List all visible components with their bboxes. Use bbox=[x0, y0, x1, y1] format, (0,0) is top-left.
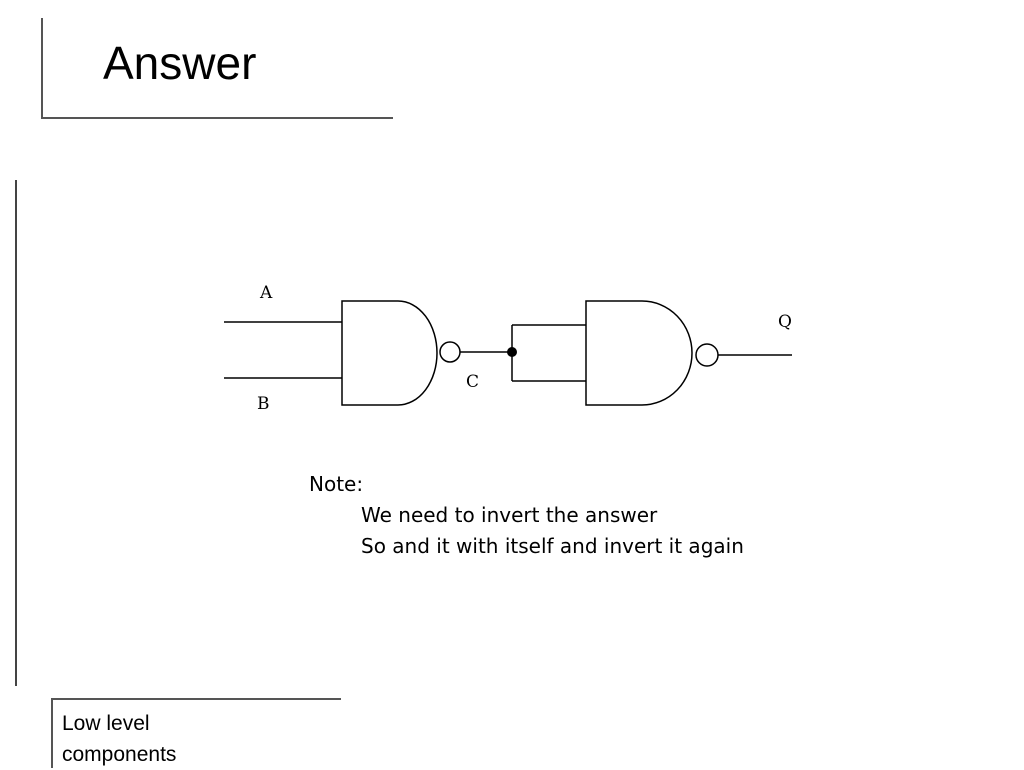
slide-title: Answer bbox=[103, 37, 257, 89]
nand-gate-1-bubble bbox=[439, 341, 461, 363]
nand-gate-1-body bbox=[341, 300, 438, 406]
footer-frame-top-border bbox=[51, 698, 341, 700]
nand-gate-2-body bbox=[585, 300, 693, 406]
label-c: C bbox=[466, 372, 479, 392]
note-block: Note: We need to invert the answer So an… bbox=[309, 469, 744, 562]
note-line: So and it with itself and invert it agai… bbox=[361, 534, 744, 558]
note-line: We need to invert the answer bbox=[361, 503, 658, 527]
label-a: A bbox=[259, 283, 273, 303]
label-b: B bbox=[257, 394, 270, 414]
junction-dot bbox=[507, 347, 517, 357]
footer-label: Low level components bbox=[62, 708, 176, 770]
title-frame-left-border bbox=[41, 18, 43, 119]
title-frame-bottom-border bbox=[42, 117, 393, 119]
nand-gate-2-bubble bbox=[695, 343, 719, 367]
footer-line: components bbox=[62, 743, 177, 766]
footer-frame-left-border bbox=[51, 699, 53, 768]
footer-line: Low level bbox=[62, 712, 150, 735]
content-left-rule bbox=[15, 180, 17, 686]
note-heading: Note: bbox=[309, 472, 364, 496]
label-q: Q bbox=[778, 312, 792, 332]
